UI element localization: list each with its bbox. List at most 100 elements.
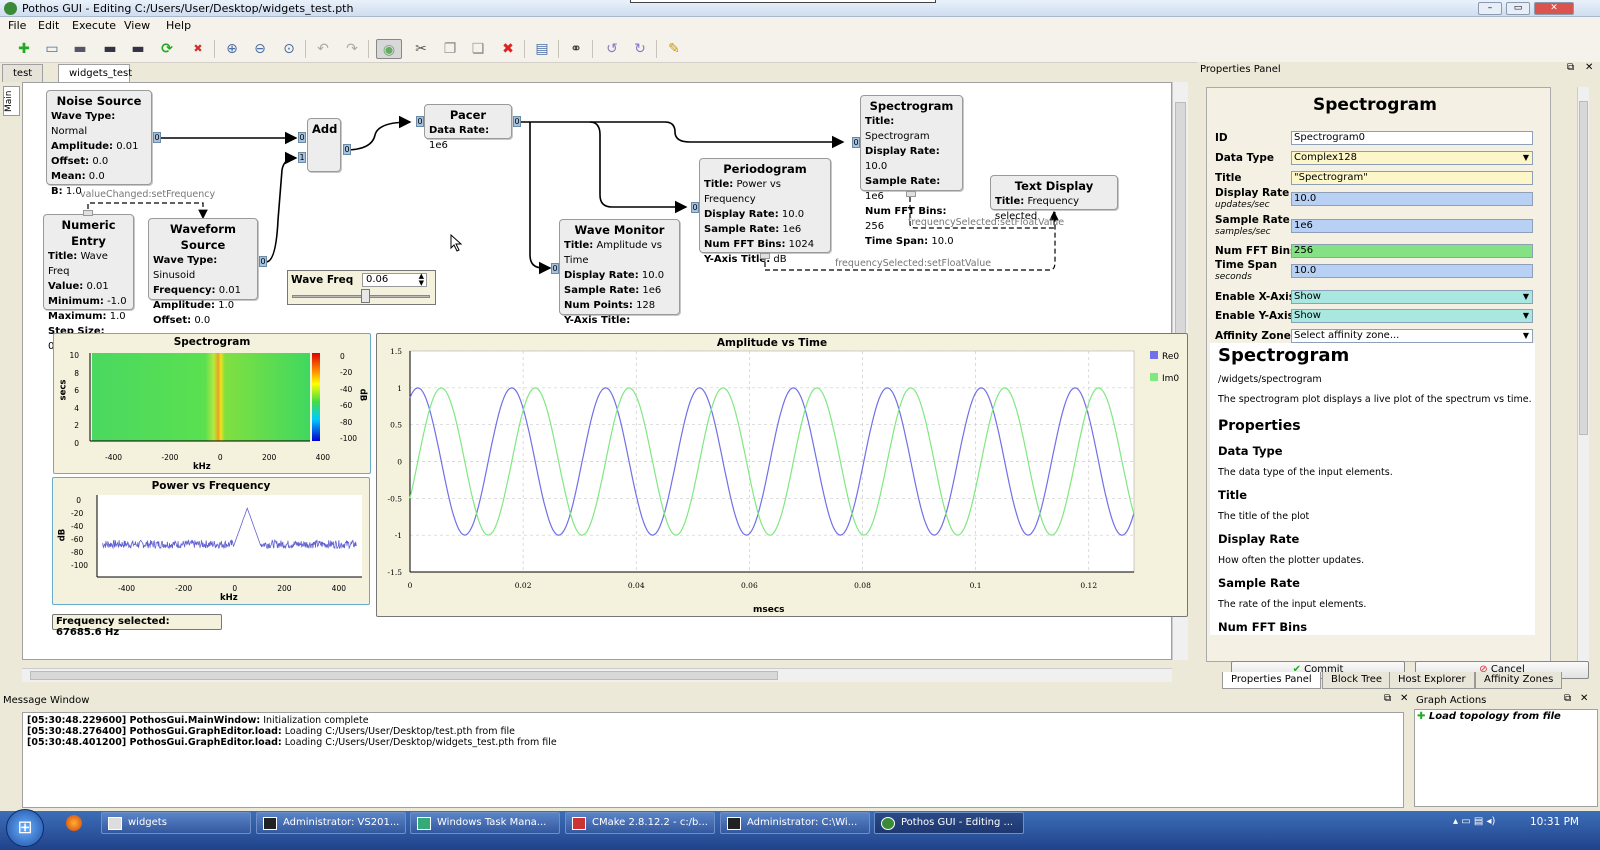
delete-icon[interactable]: ✖ — [502, 41, 514, 57]
rotate-right-icon[interactable]: ↻ — [634, 41, 646, 57]
scroll-thumb[interactable] — [30, 671, 778, 680]
block-text-display[interactable]: Text Display Title: Frequency selected — [990, 175, 1118, 222]
output-port[interactable]: 0 — [259, 256, 267, 267]
message-log[interactable]: [05:30:48.229600] PothosGui.MainWindow: … — [22, 712, 1404, 808]
taskbar-item[interactable]: widgets — [101, 812, 251, 834]
maximize-button[interactable]: ▭ — [1506, 2, 1530, 15]
redo-icon[interactable]: ↷ — [346, 41, 358, 57]
wave-freq-slider-handle[interactable] — [360, 289, 370, 303]
input-port[interactable]: 1 — [298, 152, 306, 163]
block-waveform-source[interactable]: Waveform Source Wave Type: Sinusoid Freq… — [148, 218, 258, 326]
property-input[interactable]: 256 — [1291, 244, 1533, 258]
taskbar-item[interactable]: Administrator: VS201... — [256, 812, 406, 834]
close-icon[interactable]: ✕ — [1400, 693, 1409, 704]
copy-icon[interactable]: ❐ — [443, 41, 457, 57]
tab-properties-panel[interactable]: Properties Panel — [1222, 672, 1321, 689]
paste-icon[interactable]: ❏ — [471, 41, 485, 57]
taskbar-item[interactable]: Windows Task Mana... — [410, 812, 560, 834]
property-input[interactable]: 1e6 — [1291, 219, 1533, 233]
property-dropdown[interactable]: Show — [1291, 290, 1533, 304]
toolbar-separator — [214, 40, 215, 58]
enable-icon[interactable]: ◉ — [376, 39, 402, 59]
signal-port[interactable] — [906, 191, 916, 197]
zoom-in-icon[interactable]: ⊕ — [226, 41, 238, 57]
property-input[interactable]: 10.0 — [1291, 264, 1533, 278]
start-button[interactable]: ⊞ — [6, 809, 44, 847]
output-port[interactable]: 0 — [343, 144, 351, 155]
property-dropdown[interactable]: Show — [1291, 309, 1533, 323]
menu-execute[interactable]: Execute — [72, 19, 116, 32]
firefox-icon[interactable] — [66, 815, 82, 831]
taskbar-item[interactable]: CMake 2.8.12.2 - c:/b... — [565, 812, 715, 834]
reload-icon[interactable]: ⟳ — [161, 41, 173, 57]
save-as-icon[interactable]: ▬ — [103, 41, 117, 57]
float-icon[interactable]: ⧉ — [1384, 693, 1392, 704]
wave-freq-spinbox[interactable]: 0.06▲▼ — [362, 273, 427, 287]
zoom-original-icon[interactable]: ⊙ — [283, 41, 295, 57]
menu-help[interactable]: Help — [166, 19, 192, 32]
rotate-left-icon[interactable]: ↺ — [606, 41, 618, 57]
new-icon[interactable]: ✚ — [18, 41, 30, 57]
tab-block-tree[interactable]: Block Tree — [1322, 672, 1392, 689]
float-icon[interactable]: ⧉ — [1567, 62, 1575, 73]
property-dropdown[interactable]: Complex128 — [1291, 151, 1533, 165]
canvas-horizontal-scrollbar[interactable] — [22, 668, 1172, 682]
save-icon[interactable]: ▬ — [73, 41, 87, 57]
block-pacer[interactable]: Pacer Data Rate: 1e6 — [424, 104, 512, 151]
float-icon[interactable]: ⧉ — [1564, 693, 1572, 704]
input-port[interactable]: 0 — [691, 202, 699, 213]
minimize-button[interactable]: – — [1478, 2, 1502, 15]
signal-port[interactable] — [760, 253, 770, 259]
task-manager-icon — [417, 817, 431, 830]
tab-host-explorer[interactable]: Host Explorer — [1389, 672, 1475, 689]
undo-icon[interactable]: ↶ — [317, 41, 329, 57]
close-button[interactable]: ✕ — [1534, 2, 1574, 15]
properties-scrollbar[interactable] — [1577, 87, 1589, 662]
tab-test[interactable]: test — [2, 64, 44, 82]
taskbar-item[interactable]: Administrator: C:\Wi... — [720, 812, 870, 834]
x-tick-label: 0.02 — [515, 581, 532, 590]
output-port[interactable]: 0 — [153, 132, 161, 143]
property-input[interactable]: Spectrogram0 — [1291, 131, 1533, 145]
zoom-out-icon[interactable]: ⊖ — [254, 41, 266, 57]
block-wave-monitor[interactable]: Wave Monitor Title: Amplitude vs Time Di… — [559, 219, 680, 326]
block-add[interactable]: Add — [307, 118, 341, 172]
title-bar[interactable]: Pothos GUI - Editing C:/Users/User/Deskt… — [0, 0, 1600, 17]
select-all-icon[interactable]: ▤ — [535, 41, 549, 57]
property-dropdown[interactable]: Select affinity zone... — [1291, 329, 1533, 343]
input-port[interactable]: 0 — [416, 116, 424, 127]
clock[interactable]: 10:31 PM — [1530, 816, 1579, 828]
menu-view[interactable]: View — [124, 19, 151, 32]
close-icon[interactable]: ✕ — [1580, 693, 1589, 704]
find-icon[interactable]: ⚭ — [570, 41, 582, 57]
tab-widgets-test[interactable]: widgets_test — [58, 64, 132, 82]
block-numeric-entry[interactable]: Numeric Entry Title: Wave Freq Value: 0.… — [43, 214, 134, 352]
tab-affinity-zones[interactable]: Affinity Zones — [1475, 672, 1563, 689]
block-noise-source[interactable]: Noise Source Wave Type: Normal Amplitude… — [46, 90, 152, 197]
block-param: Amplitude: 1.0 — [153, 300, 235, 311]
close-icon[interactable]: ✕ — [1585, 62, 1594, 73]
input-port[interactable]: 0 — [852, 137, 860, 148]
input-port[interactable]: 0 — [551, 263, 559, 274]
properties-panel-title: Properties Panel — [1200, 64, 1281, 75]
signal-port[interactable] — [83, 210, 93, 216]
tray-icons[interactable]: ▴ ▭ ▤ ◂) — [1453, 816, 1496, 827]
property-input[interactable]: 10.0 — [1291, 192, 1533, 206]
doc-prop-desc: How often the plotter updates. — [1218, 555, 1365, 566]
properties-icon[interactable]: ✎ — [668, 41, 680, 57]
taskbar-item[interactable]: Pothos GUI - Editing ... — [874, 812, 1024, 834]
scroll-thumb[interactable] — [1579, 101, 1588, 435]
block-spectrogram[interactable]: Spectrogram Title: Spectrogram Display R… — [860, 95, 963, 247]
menu-file[interactable]: File — [8, 19, 27, 32]
cut-icon[interactable]: ✂ — [415, 41, 427, 57]
output-port[interactable]: 0 — [513, 116, 521, 127]
menu-edit[interactable]: Edit — [38, 19, 60, 32]
save-all-icon[interactable]: ▬ — [131, 41, 145, 57]
close-icon[interactable]: ✖ — [193, 42, 203, 55]
block-param: Y-Axis Title: dB — [704, 254, 787, 265]
property-input[interactable]: "Spectrogram" — [1291, 171, 1533, 185]
block-periodogram[interactable]: Periodogram Title: Power vs Frequency Di… — [699, 158, 831, 265]
open-icon[interactable]: ▭ — [45, 41, 59, 57]
input-port[interactable]: 0 — [298, 132, 306, 143]
graph-action-item[interactable]: ✚ Load topology from file — [1417, 711, 1561, 722]
